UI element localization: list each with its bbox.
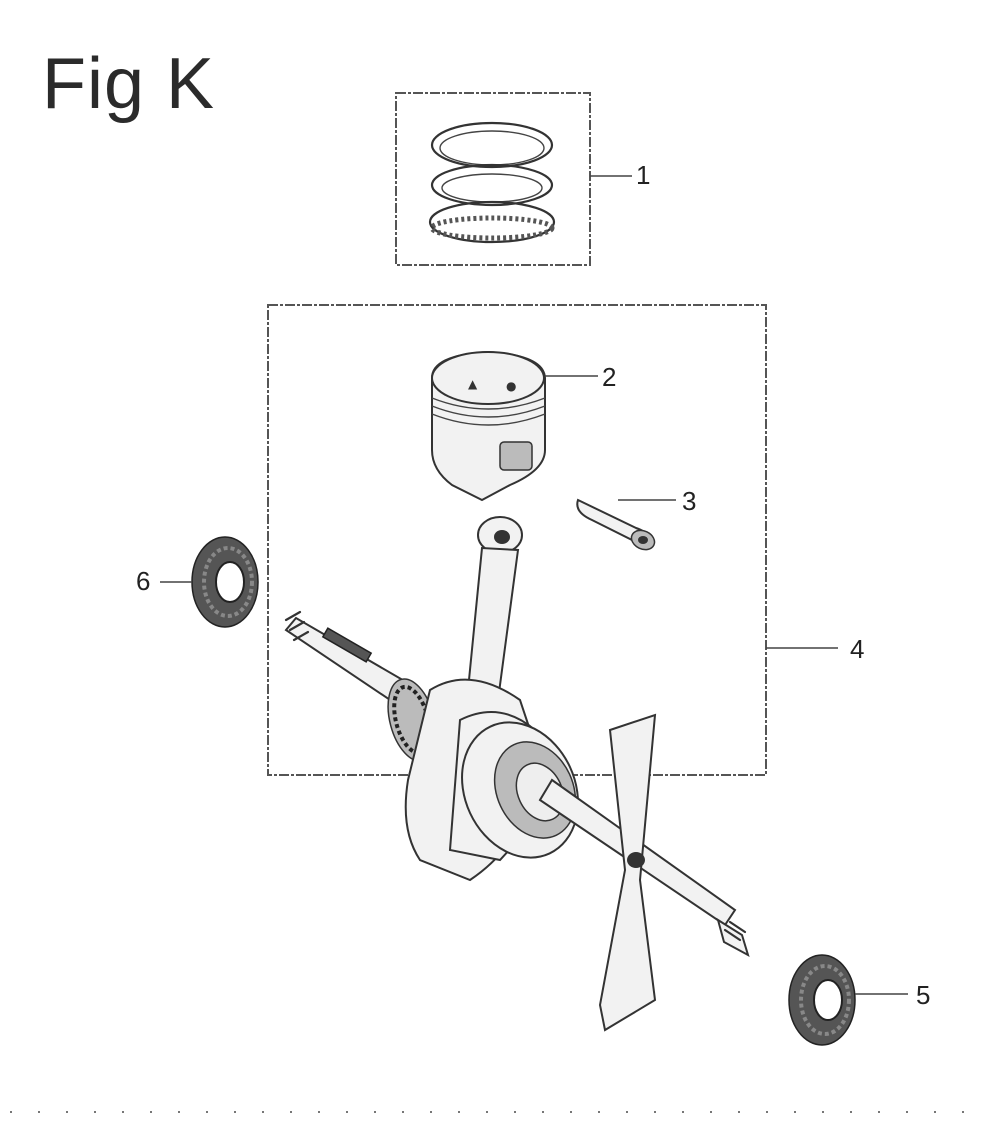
callout-1: 1 — [636, 160, 651, 190]
callout-5: 5 — [916, 980, 931, 1010]
svg-text:▲: ▲ — [468, 377, 478, 391]
figure-title: Fig K — [42, 44, 216, 124]
callout-3: 3 — [682, 486, 697, 516]
crankshaft-illustration — [284, 516, 838, 1032]
svg-text:●: ● — [506, 379, 516, 393]
oil-seal-left-illustration — [160, 536, 259, 628]
piston-rings-box — [395, 92, 591, 266]
callout-6: 6 — [136, 566, 151, 596]
piston-pin-illustration — [576, 498, 676, 551]
callout-2: 2 — [602, 362, 617, 392]
piston-rings-illustration — [428, 121, 632, 244]
callout-4: 4 — [850, 634, 865, 664]
piston-illustration: ▲ ● — [431, 350, 598, 502]
oil-seal-right-illustration — [788, 954, 908, 1046]
